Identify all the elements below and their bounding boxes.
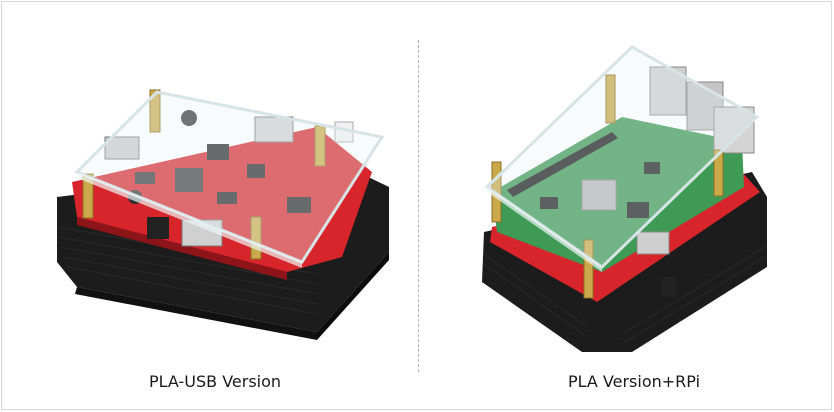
brass-standoff: [583, 239, 594, 299]
brass-standoff: [605, 74, 616, 124]
brass-standoff: [713, 149, 724, 197]
ethernet-port: [713, 106, 755, 154]
brass-standoff: [250, 216, 262, 260]
pla-usb-version-photo: [17, 22, 417, 352]
inductor: [175, 168, 203, 192]
brass-standoff: [149, 89, 161, 133]
slide-switch: [147, 217, 169, 239]
usb-port: [636, 231, 670, 255]
usb-port: [254, 116, 294, 143]
panel-divider: [418, 40, 419, 372]
caption-pla-rpi-version: PLA Version+RPi: [567, 372, 701, 391]
pla-rpi-version-photo: [422, 22, 822, 352]
gpio-header: [507, 132, 618, 197]
soc-chip: [581, 179, 617, 211]
slide-switch: [662, 277, 676, 297]
caption-pla-usb-version: PLA-USB Version: [148, 372, 282, 391]
brass-standoff: [82, 173, 94, 219]
pla-rpi-case-illustration: [482, 45, 767, 352]
usb-port: [686, 81, 724, 131]
capacitor: [181, 110, 197, 126]
pla-usb-case-illustration: [57, 89, 389, 340]
clear-acrylic-lid: [484, 45, 760, 269]
usb-port: [104, 136, 140, 160]
